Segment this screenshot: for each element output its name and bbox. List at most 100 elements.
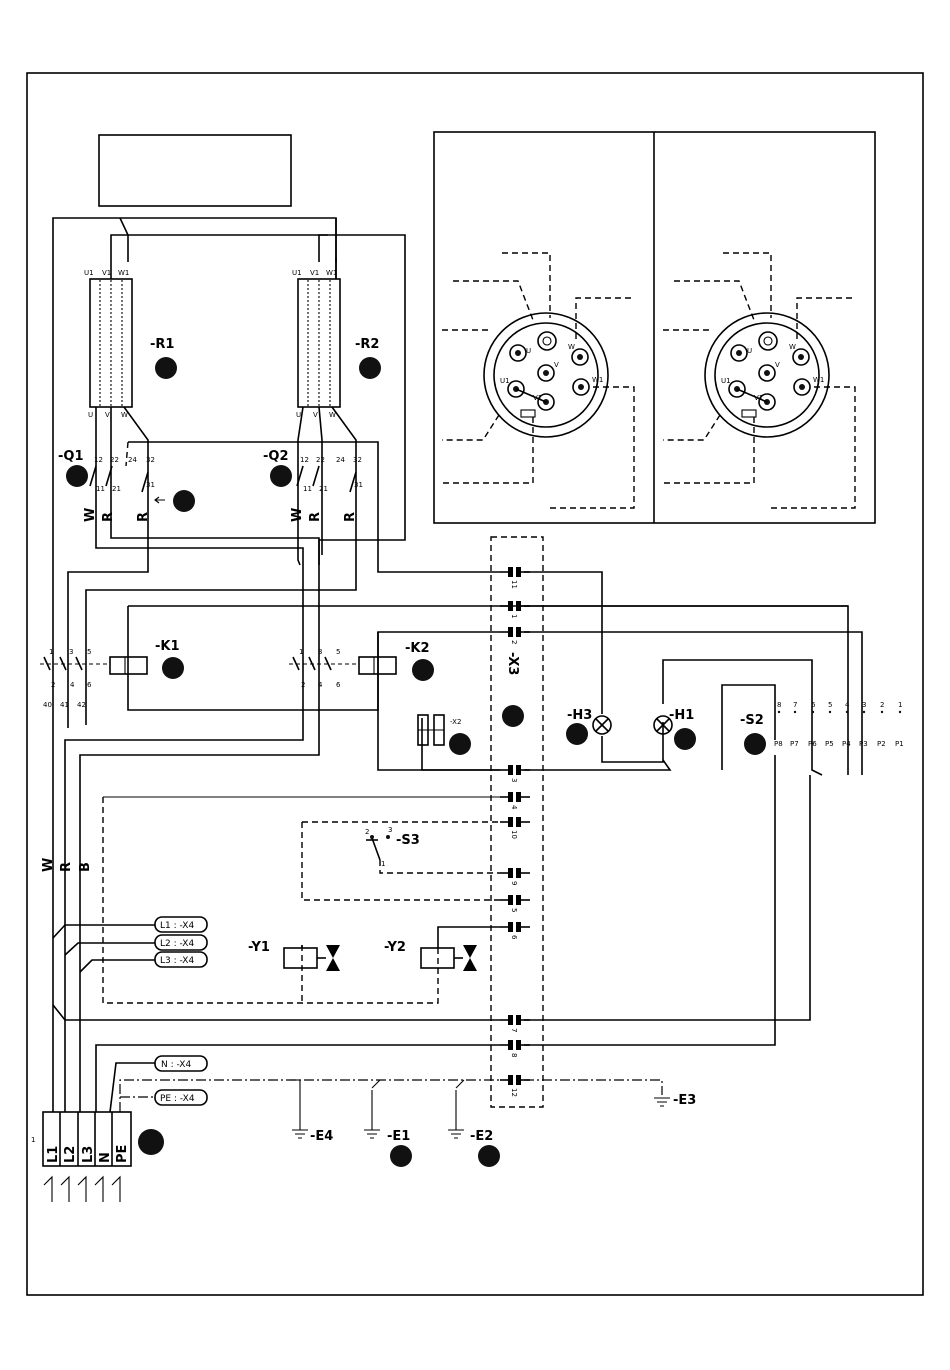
svg-text:W1: W1	[326, 269, 337, 277]
terminal-label: 8	[510, 1053, 518, 1057]
solenoid-valve-y1	[283, 945, 340, 971]
svg-text:V1: V1	[754, 394, 763, 402]
svg-text:N : -X4: N : -X4	[161, 1060, 191, 1070]
connector-socket-left: U V W U1 V1 W1	[442, 252, 635, 509]
svg-text:-Q2: -Q2	[263, 449, 289, 464]
s2-bottom-pin: P6	[808, 740, 817, 748]
s2-top-pin: 4	[845, 701, 850, 709]
terminal-1: 1	[500, 601, 530, 618]
svg-text:U: U	[88, 411, 93, 419]
svg-text:V1: V1	[533, 394, 542, 402]
svg-text:-S2: -S2	[740, 713, 764, 728]
svg-text:B: B	[78, 862, 93, 872]
marker-r1	[155, 357, 177, 379]
x2-thermal-switch: -X2	[417, 714, 461, 746]
lamp-h1	[653, 715, 673, 735]
svg-text:-E1: -E1	[387, 1129, 410, 1144]
marker-q1	[66, 465, 88, 487]
contactor-k1: 1 3 5 2 4 6 40 41 42	[40, 648, 148, 709]
s2-top-pin: 1	[898, 701, 902, 709]
svg-text:L3 : -X4: L3 : -X4	[160, 956, 194, 966]
svg-text:W: W	[568, 343, 575, 351]
terminal-label: 7	[510, 1028, 518, 1032]
s2-contact	[862, 710, 866, 714]
svg-text:-K2: -K2	[405, 641, 430, 656]
svg-text:R: R	[136, 512, 151, 522]
s2-contact	[793, 710, 797, 714]
cable-color-labels: W R B	[41, 858, 93, 872]
marker-k1	[162, 657, 184, 679]
s2-bottom-pin: P5	[825, 740, 834, 748]
marker-x2	[449, 733, 471, 755]
s2-top-pin: 8	[777, 701, 781, 709]
svg-text:1: 1	[31, 1136, 35, 1144]
svg-text:22: 22	[316, 456, 325, 464]
s2-contact	[811, 710, 815, 714]
component-labels: -R1 -R2 -Q1 -Q2 -K1 -K2 -H3 -H1 -S2 -S3 …	[58, 337, 764, 1144]
terminal-label: 9	[510, 881, 518, 885]
svg-text:L2 : -X4: L2 : -X4	[160, 939, 194, 949]
svg-text:U1: U1	[721, 377, 731, 385]
svg-text:V1: V1	[102, 269, 111, 277]
svg-text:2: 2	[301, 681, 305, 689]
svg-text:32: 32	[353, 456, 362, 464]
svg-text:-E3: -E3	[673, 1093, 696, 1108]
svg-text:R: R	[101, 512, 116, 522]
marker-e2	[478, 1145, 500, 1167]
svg-text:5: 5	[336, 648, 340, 656]
svg-text:U1: U1	[292, 269, 302, 277]
marker-supply	[138, 1129, 164, 1155]
svg-text:U1: U1	[500, 377, 510, 385]
s2-contact	[880, 710, 884, 714]
svg-text:-X3: -X3	[505, 652, 520, 675]
s2-contact	[777, 710, 781, 714]
svg-text:6: 6	[336, 681, 341, 689]
terminal-8: 8	[500, 1040, 530, 1057]
marker-q1-aux	[173, 490, 195, 512]
svg-text:1: 1	[299, 648, 303, 656]
s2-top-pin: 5	[828, 701, 832, 709]
terminal-strip-x3: -X3	[490, 536, 544, 1108]
svg-text:R: R	[343, 512, 358, 522]
svg-text:31: 31	[354, 481, 363, 489]
svg-text:31: 31	[146, 481, 155, 489]
terminal-label: 4	[510, 805, 518, 810]
s2-contact	[845, 710, 849, 714]
diagram-frame	[26, 72, 924, 1296]
terminal-12: 12	[500, 1075, 530, 1097]
svg-text:PE : -X4: PE : -X4	[160, 1094, 195, 1104]
svg-text:-E4: -E4	[310, 1129, 333, 1144]
svg-text:-R2: -R2	[355, 337, 379, 352]
s2-contact	[828, 710, 832, 714]
svg-text:6: 6	[87, 681, 92, 689]
svg-text:W: W	[121, 411, 128, 419]
marker-r2	[359, 357, 381, 379]
switch-q2: 12 22 24 32 11 21 31 W R R	[290, 456, 363, 522]
svg-text:-H3: -H3	[567, 708, 592, 723]
switch-q1: 12 22 24 32 11 21 31 W R R	[83, 456, 165, 522]
svg-text:V: V	[554, 361, 559, 369]
svg-text:W: W	[789, 343, 796, 351]
svg-text:W: W	[290, 508, 305, 522]
svg-text:42: 42	[77, 701, 86, 709]
svg-text:V: V	[105, 411, 110, 419]
svg-text:W: W	[41, 858, 56, 872]
s2-contact	[898, 710, 902, 714]
svg-text:U: U	[747, 347, 752, 355]
svg-text:2: 2	[365, 828, 369, 836]
s2-top-pin: 6	[811, 701, 816, 709]
svg-text:3: 3	[69, 648, 73, 656]
terminal-label: 2	[510, 640, 518, 644]
s2-bottom-pin: P7	[790, 740, 799, 748]
contactor-k2: 1 3 5 2 4 6	[289, 648, 397, 689]
svg-text:-Y2: -Y2	[384, 940, 406, 955]
terminal-label: 10	[510, 830, 518, 839]
svg-text:-Q1: -Q1	[58, 449, 84, 464]
title-block	[98, 134, 292, 207]
svg-text:1: 1	[381, 860, 385, 868]
terminal-6: 6	[500, 922, 530, 940]
svg-text:L3: L3	[81, 1146, 96, 1163]
svg-text:R: R	[59, 862, 74, 872]
svg-text:-E2: -E2	[470, 1129, 493, 1144]
